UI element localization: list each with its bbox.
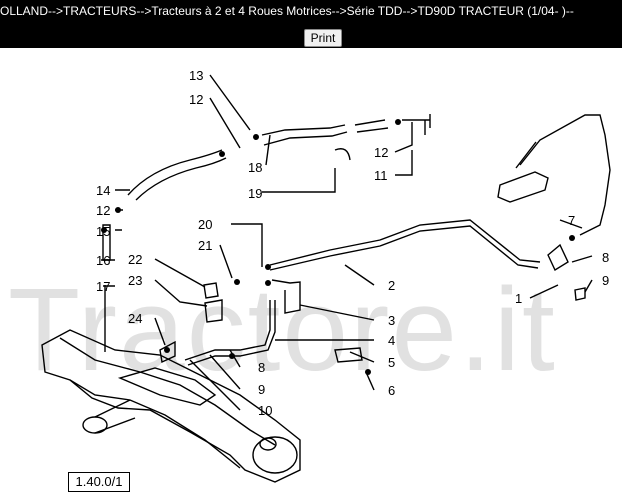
callout-10: 10 (258, 403, 272, 418)
callout-5: 5 (388, 355, 395, 370)
callout-4: 4 (388, 333, 395, 348)
callout-9b: 9 (602, 273, 609, 288)
breadcrumb: OLLAND-->TRACTEURS-->Tracteurs à 2 et 4 … (0, 4, 574, 18)
callout-12c: 12 (96, 203, 110, 218)
callout-1: 1 (515, 291, 522, 306)
callout-8: 8 (258, 360, 265, 375)
callout-11: 11 (374, 168, 388, 183)
callout-7: 7 (568, 213, 575, 228)
callout-12a: 12 (189, 92, 203, 107)
callout-9a: 9 (258, 382, 265, 397)
callout-22: 22 (128, 252, 142, 267)
parts-diagram: 13 12 18 19 12 11 14 12 15 16 17 20 21 2… (41, 68, 611, 483)
callout-16: 16 (96, 253, 110, 268)
callout-24: 24 (128, 311, 142, 326)
callout-17: 17 (96, 279, 110, 294)
callout-14: 14 (96, 183, 110, 198)
callout-18: 18 (248, 160, 262, 175)
callout-19: 19 (248, 186, 262, 201)
callout-21: 21 (198, 238, 212, 253)
callout-2: 2 (388, 278, 395, 293)
reference-label: 1.40.0/1 (68, 472, 130, 492)
callout-8b: 8 (602, 250, 609, 265)
callout-6: 6 (388, 383, 395, 398)
callout-13: 13 (189, 68, 203, 83)
callout-15: 15 (96, 224, 110, 239)
callout-23: 23 (128, 273, 142, 288)
callout-3: 3 (388, 313, 395, 328)
top-bar: OLLAND-->TRACTEURS-->Tracteurs à 2 et 4 … (0, 0, 622, 48)
callout-20: 20 (198, 217, 212, 232)
callout-12b: 12 (374, 145, 388, 160)
print-button[interactable]: Print (304, 29, 342, 47)
